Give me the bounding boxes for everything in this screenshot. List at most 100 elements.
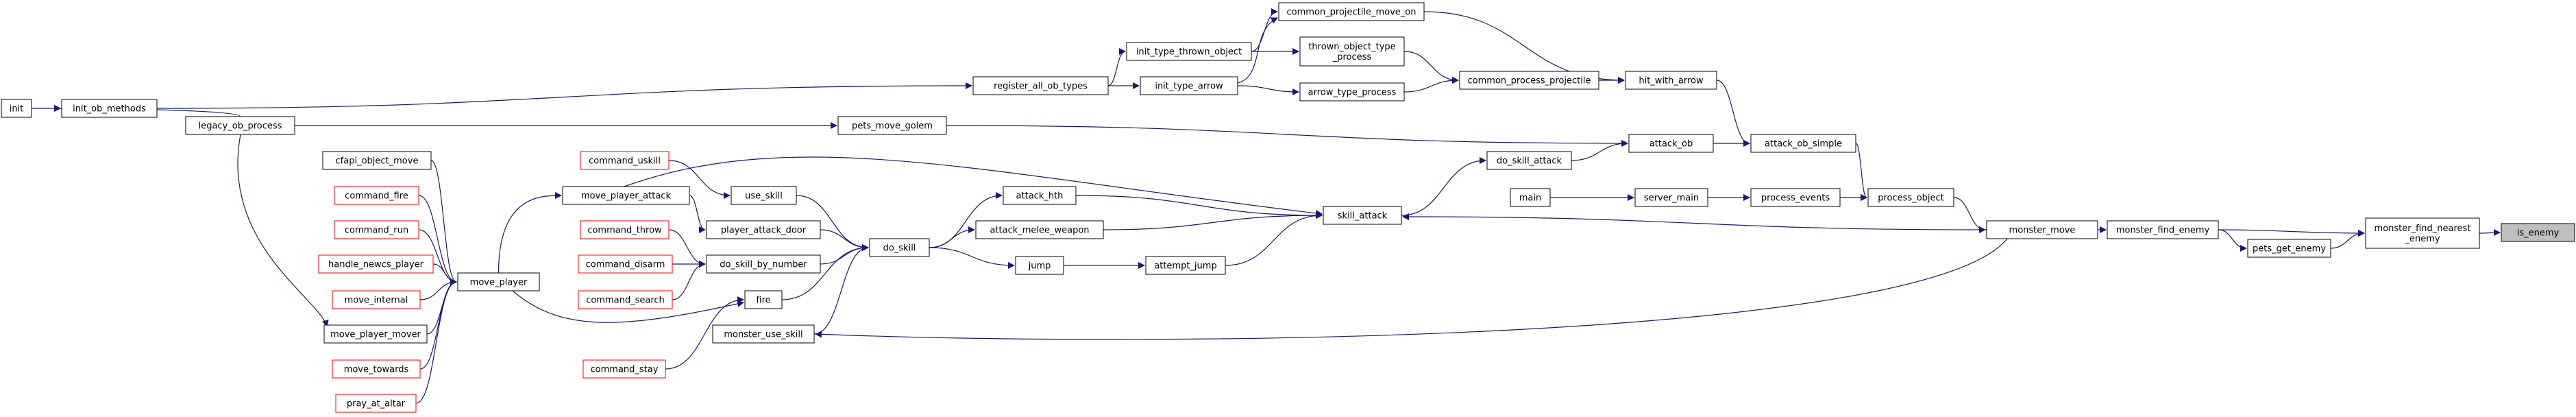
node-label: do_skill_by_number [720, 260, 807, 270]
node-skill_attack[interactable]: skill_attack [1323, 206, 1402, 225]
node-label: monster_use_skill [724, 330, 802, 340]
edge-cfapi_object_move-to-move_player [430, 160, 457, 285]
node-box [837, 116, 947, 135]
edge-command_fire-to-move_player [418, 195, 457, 285]
node-process_object[interactable]: process_object [1867, 188, 1954, 207]
node-box [1140, 76, 1238, 95]
node-player_attack_door[interactable]: player_attack_door [706, 220, 821, 239]
node-pets_move_golem[interactable]: pets_move_golem [837, 116, 947, 135]
node-box [1145, 256, 1226, 275]
node-monster_find_enemy[interactable]: monster_find_enemy [2107, 220, 2219, 239]
node-command_stay[interactable]: command_stay [582, 359, 666, 379]
edge-pets_move_golem-to-attack_ob [946, 125, 1628, 147]
node-use_skill[interactable]: use_skill [731, 186, 797, 205]
edge-common_projectile_move_on-to-hit_with_arrow [1423, 11, 1625, 84]
edge-command_stay-to-fire [665, 296, 744, 370]
node-box [2107, 220, 2219, 239]
node-box [1486, 151, 1572, 170]
node-cfapi_object_move[interactable]: cfapi_object_move [322, 151, 432, 170]
node-handle_newcs_player[interactable]: handle_newcs_player [318, 254, 434, 274]
edge-attack_melee_weapon-to-skill_attack [1103, 212, 1323, 230]
edge-do_skill-to-jump [929, 247, 1015, 269]
node-pray_at_altar[interactable]: pray_at_altar [335, 394, 417, 413]
node-box [706, 220, 821, 239]
edge-fire-to-do_skill [781, 244, 869, 300]
node-label: init [10, 104, 24, 115]
node-label: pets_move_golem [852, 121, 933, 132]
edge-do_skill-to-attack_melee_weapon [929, 226, 975, 248]
node-command_throw[interactable]: command_throw [580, 220, 670, 239]
node-monster_use_skill[interactable]: monster_use_skill [712, 324, 815, 344]
node-box [1459, 71, 1599, 90]
node-label: process_events [1761, 193, 1830, 204]
node-thrown_object_type_process[interactable]: thrown_object_type_process [1299, 36, 1405, 67]
node-arrow_type_process[interactable]: arrow_type_process [1299, 82, 1405, 102]
node-common_projectile_move_on[interactable]: common_projectile_move_on [1278, 2, 1425, 21]
node-move_player_mover[interactable]: move_player_mover [323, 324, 428, 344]
node-label: handle_newcs_player [328, 260, 424, 270]
node-command_fire[interactable]: command_fire [334, 186, 419, 205]
node-box [975, 220, 1104, 239]
node-box [1, 99, 32, 118]
node-box [1750, 134, 1856, 153]
node-box [706, 254, 821, 274]
node-move_player[interactable]: move_player [457, 272, 540, 291]
node-monster_find_nearest_enemy[interactable]: monster_find_nearest_enemy [2365, 217, 2480, 249]
node-do_skill[interactable]: do_skill [869, 238, 930, 257]
node-label: command_fire [345, 191, 408, 202]
node-box [2247, 239, 2331, 258]
edge-init_type_arrow-to-common_projectile_move_on [1237, 17, 1278, 84]
node-move_internal[interactable]: move_internal [332, 290, 421, 309]
node-box [1299, 36, 1405, 67]
node-attack_melee_weapon[interactable]: attack_melee_weapon [975, 220, 1104, 239]
node-command_search[interactable]: command_search [578, 290, 673, 309]
node-box [1750, 188, 1841, 207]
node-box [578, 290, 673, 309]
node-process_events[interactable]: process_events [1750, 188, 1841, 207]
node-box [1867, 188, 1954, 207]
edge-move_player_attack-to-skill_attack [624, 156, 1323, 217]
node-box [1634, 188, 1708, 207]
node-label: _enemy [2404, 234, 2440, 244]
node-attack_hth[interactable]: attack_hth [1003, 186, 1077, 205]
node-label: legacy_ob_process [199, 121, 282, 132]
node-server_main[interactable]: server_main [1634, 188, 1708, 207]
node-pets_get_enemy[interactable]: pets_get_enemy [2247, 239, 2331, 258]
edge-attack_hth-to-skill_attack [1075, 195, 1323, 219]
node-monster_move[interactable]: monster_move [1986, 220, 2098, 239]
node-common_process_projectile[interactable]: common_process_projectile [1459, 71, 1599, 90]
node-init_type_arrow[interactable]: init_type_arrow [1140, 76, 1238, 95]
node-label: move_internal [345, 296, 408, 306]
node-register_all_ob_types[interactable]: register_all_ob_types [972, 76, 1109, 95]
node-attack_ob_simple[interactable]: attack_ob_simple [1750, 134, 1856, 153]
node-command_uskill[interactable]: command_uskill [580, 151, 670, 170]
node-label: common_projectile_move_on [1287, 8, 1416, 18]
node-attempt_jump[interactable]: attempt_jump [1145, 256, 1226, 275]
node-box [1323, 206, 1402, 225]
node-do_skill_by_number[interactable]: do_skill_by_number [706, 254, 821, 274]
node-legacy_ob_process[interactable]: legacy_ob_process [185, 116, 295, 135]
node-label: _process [1332, 52, 1372, 62]
node-fire[interactable]: fire [744, 290, 783, 309]
node-main[interactable]: main [1510, 188, 1551, 207]
node-init[interactable]: init [1, 99, 32, 118]
node-init_type_thrown_object[interactable]: init_type_thrown_object [1126, 42, 1252, 61]
edge-monster_find_enemy-to-pets_get_enemy [2218, 229, 2247, 252]
node-label: command_throw [587, 226, 662, 236]
node-hit_with_arrow[interactable]: hit_with_arrow [1625, 71, 1717, 90]
node-move_player_attack[interactable]: move_player_attack [562, 186, 690, 205]
node-label: init_ob_methods [73, 104, 146, 115]
node-attack_ob[interactable]: attack_ob [1628, 134, 1714, 153]
node-box [1126, 42, 1252, 61]
node-is_enemy[interactable]: is_enemy [2501, 223, 2575, 242]
node-box [334, 220, 419, 239]
edge-monster_find_enemy-to-monster_find_nearest_enemy [2218, 229, 2365, 237]
node-jump[interactable]: jump [1015, 256, 1064, 275]
node-command_run[interactable]: command_run [334, 220, 419, 239]
node-do_skill_attack[interactable]: do_skill_attack [1486, 151, 1572, 170]
node-command_disarm[interactable]: command_disarm [578, 254, 673, 274]
node-init_ob_methods[interactable]: init_ob_methods [61, 99, 158, 118]
edge-pray_at_altar-to-move_player [415, 278, 457, 404]
node-move_towards[interactable]: move_towards [332, 359, 421, 379]
